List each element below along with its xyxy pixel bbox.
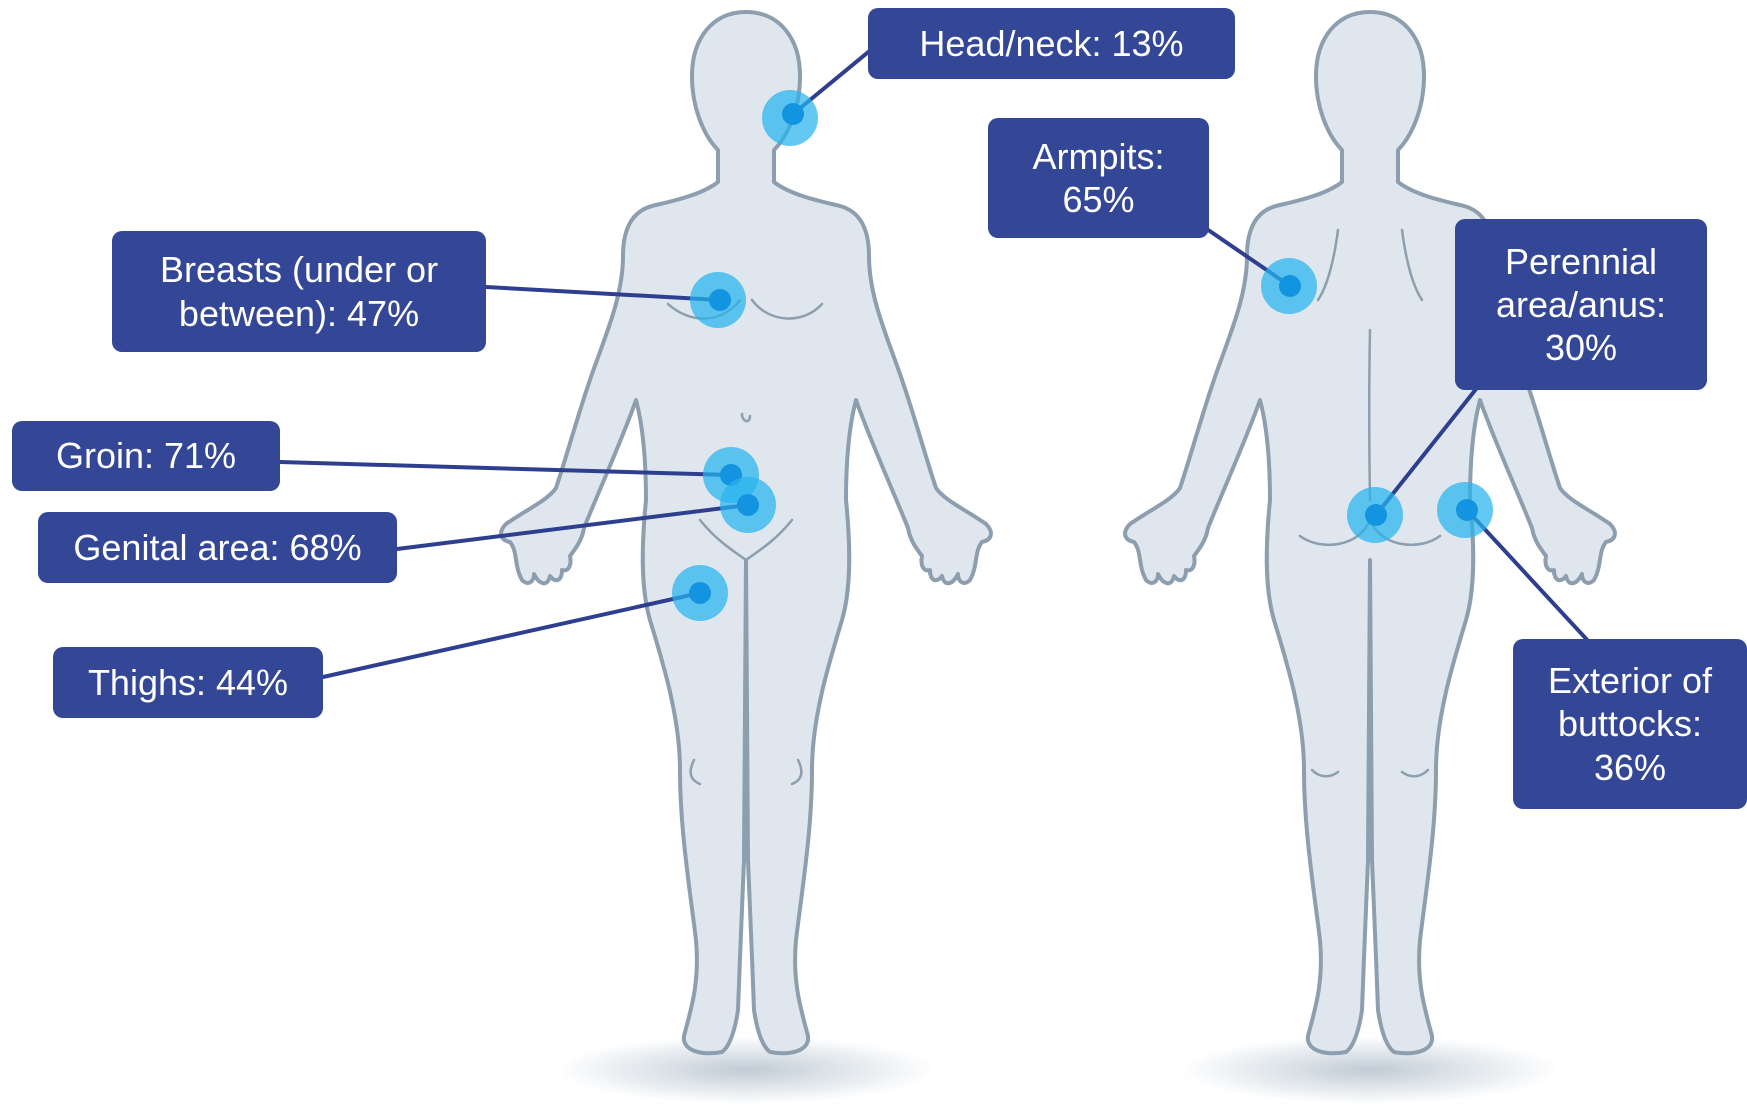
marker-armpits [1261, 258, 1317, 314]
marker-perineal [1347, 487, 1403, 543]
label-breasts: Breasts (under or between): 47% [112, 231, 486, 352]
back-spine-line [1369, 330, 1370, 500]
marker-head-neck [762, 90, 818, 146]
front-floor-shadow [556, 1036, 936, 1104]
label-armpits: Armpits: 65% [988, 118, 1209, 238]
marker-buttocks [1437, 482, 1493, 538]
label-genital: Genital area: 68% [38, 512, 397, 583]
label-groin: Groin: 71% [12, 421, 280, 491]
marker-breasts [690, 272, 746, 328]
marker-thighs [672, 565, 728, 621]
label-buttocks: Exterior of buttocks: 36% [1513, 639, 1747, 809]
label-perineal: Perennial area/anus: 30% [1455, 219, 1707, 390]
label-thighs: Thighs: 44% [53, 647, 323, 718]
back-floor-shadow [1180, 1036, 1560, 1104]
leader-line-thighs [323, 593, 700, 677]
label-head-neck: Head/neck: 13% [868, 8, 1235, 79]
marker-genital [720, 477, 776, 533]
